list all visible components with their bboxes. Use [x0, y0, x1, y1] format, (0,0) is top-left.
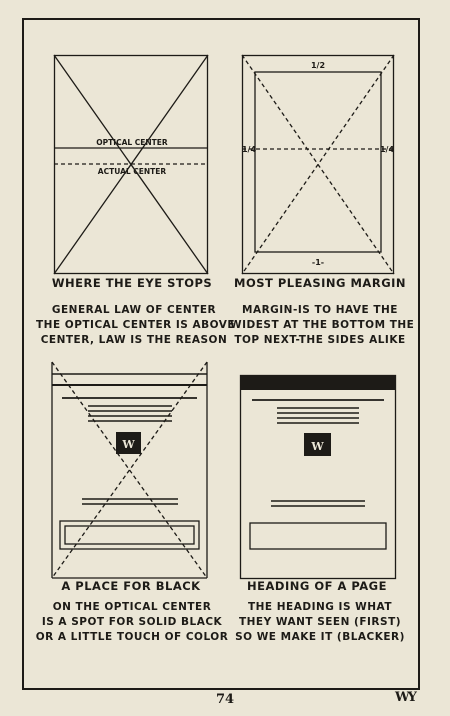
monogram-letter: W: [121, 438, 135, 451]
monogram-letter: W: [310, 440, 324, 453]
page-border: [22, 18, 420, 690]
heading-text-line-2: THEY WANT SEEN (FIRST): [238, 616, 402, 628]
caption-heading: HEADING OF A PAGE: [247, 579, 387, 593]
actual-center-label: ACTUAL CENTER: [98, 167, 167, 176]
eye-stops-diagram: OPTICAL CENTER ACTUAL CENTER: [53, 54, 209, 275]
heading-text-line-1: THE HEADING IS WHAT: [247, 601, 393, 613]
black-spot-text-line-2: IS A SPOT FOR SOLID BLACK: [41, 616, 223, 628]
heading-text-line-3: SO WE MAKE IT (BLACKER): [235, 631, 405, 643]
eye-stops-text-line-2: THE OPTICAL CENTER IS ABOVE: [36, 319, 236, 331]
page-number: 74: [215, 692, 235, 707]
margin-text-line-3: TOP NEXT-THE SIDES ALIKE: [234, 334, 406, 346]
heading-bar: [240, 375, 396, 390]
caption-black-spot: A PLACE FOR BLACK: [61, 579, 201, 593]
heading-diagram: W: [239, 374, 397, 580]
bottom-margin-label: -1-: [312, 258, 324, 267]
monogram-block: [304, 433, 331, 456]
monogram-block: [116, 432, 141, 454]
eye-stops-text-line-1: GENERAL LAW OF CENTER: [51, 304, 217, 316]
optical-center-label: OPTICAL CENTER: [96, 138, 168, 147]
black-spot-diagram: W: [51, 361, 208, 579]
author-monogram: WY: [395, 690, 417, 705]
margin-text-line-2: WIDEST AT THE BOTTOM THE: [230, 319, 415, 331]
top-margin-label: 1/2: [311, 61, 325, 70]
eye-stops-text-line-3: CENTER, LAW IS THE REASON: [40, 334, 228, 346]
black-spot-text-line-1: ON THE OPTICAL CENTER: [52, 601, 212, 613]
caption-eye-stops: WHERE THE EYE STOPS: [51, 276, 213, 290]
black-spot-text-line-3: OR A LITTLE TOUCH OF COLOR: [35, 631, 229, 643]
caption-margin: MOST PLEASING MARGIN: [234, 276, 407, 290]
left-margin-label: 1/4: [242, 145, 256, 154]
right-margin-label: 1/4: [380, 145, 394, 154]
margin-text-line-1: MARGIN-IS TO HAVE THE: [242, 304, 398, 316]
margin-diagram: 1/2 1/4 1/4 -1-: [241, 54, 395, 275]
